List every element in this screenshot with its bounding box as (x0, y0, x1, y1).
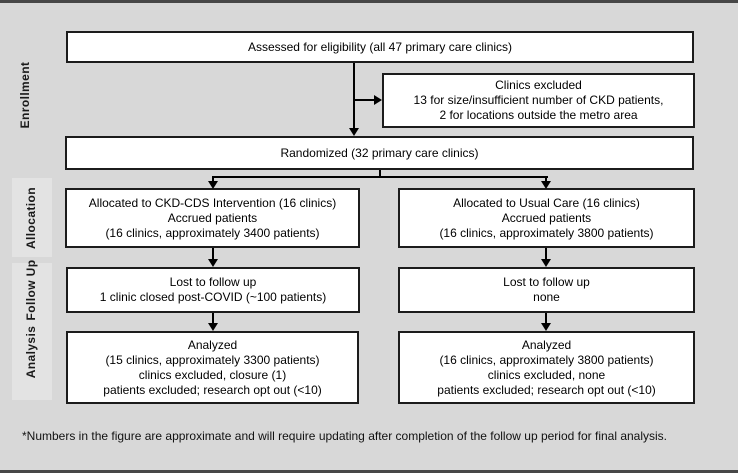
arrow-alloc-to-followup-left-head (208, 259, 218, 267)
arrow-branch-right-line (545, 178, 547, 183)
stage-label-analysis: Analysis (24, 325, 38, 379)
box-line: none (533, 290, 560, 304)
stage-band-allocation (12, 178, 52, 257)
box-line: (16 clinics, approximately 3400 patients… (105, 225, 320, 240)
box-analyzed-usual-care: Analyzed (16 clinics, approximately 3800… (398, 331, 695, 404)
arrow-followup-to-analysis-right-line (545, 313, 547, 325)
box-clinics-excluded: Clinics excluded 13 for size/insufficien… (382, 73, 695, 128)
box-line: Lost to follow up (169, 275, 257, 289)
arrow-branch-left-line (212, 178, 214, 183)
figure-footnote: *Numbers in the figure are approximate a… (22, 429, 668, 443)
box-line: Clinics excluded (495, 78, 582, 92)
arrow-alloc-to-followup-left-line (212, 248, 214, 261)
box-analyzed-intervention: Analyzed (15 clinics, approximately 3300… (66, 331, 359, 404)
arrow-alloc-to-followup-right-head (541, 259, 551, 267)
box-line: patients excluded; research opt out (<10… (437, 382, 656, 397)
box-line: clinics excluded, closure (1) (138, 367, 287, 382)
arrow-to-excluded-head (374, 95, 382, 105)
stage-label-enrollment: Enrollment (18, 61, 32, 129)
box-line: Analyzed (187, 337, 238, 352)
box-allocated-usual-care: Allocated to Usual Care (16 clinics) Acc… (398, 188, 695, 248)
arrow-branch-left-head (208, 181, 218, 189)
bottom-border-line (0, 470, 738, 473)
arrow-alloc-to-followup-right-line (545, 248, 547, 261)
box-line: Randomized (32 primary care clinics) (280, 145, 479, 160)
box-randomized: Randomized (32 primary care clinics) (65, 136, 694, 170)
stage-band-followup-analysis (12, 263, 52, 400)
arrow-assessed-to-randomized-head (349, 128, 359, 136)
box-allocated-ckd-cds-intervention: Allocated to CKD-CDS Intervention (16 cl… (65, 188, 360, 248)
arrow-assessed-to-randomized-line (353, 63, 355, 129)
arrow-followup-to-analysis-left-line (212, 313, 214, 325)
box-line: 13 for size/insufficient number of CKD p… (413, 93, 664, 107)
box-line: 2 for locations outside the metro area (439, 108, 638, 122)
box-line: clinics excluded, none (487, 367, 606, 382)
box-line: patients excluded; research opt out (<10… (103, 382, 322, 397)
box-line: Accrued patients (167, 210, 258, 225)
box-line: Analyzed (521, 337, 572, 352)
box-line: (16 clinics, approximately 3800 patients… (439, 352, 654, 367)
box-line: (15 clinics, approximately 3300 patients… (105, 352, 320, 367)
box-line: Allocated to CKD-CDS Intervention (16 cl… (88, 195, 337, 210)
top-border-line (0, 0, 738, 3)
box-line: (16 clinics, approximately 3800 patients… (439, 225, 654, 240)
arrow-followup-to-analysis-right-head (541, 323, 551, 331)
box-line: Accrued patients (501, 210, 592, 225)
arrow-randomized-branch-line (212, 176, 548, 178)
box-line: 1 clinic closed post-COVID (~100 patient… (99, 290, 327, 304)
box-lost-followup-intervention: Lost to follow up 1 clinic closed post-C… (66, 267, 360, 313)
box-lost-followup-usual-care: Lost to follow up none (398, 267, 695, 313)
box-line: Assessed for eligibility (all 47 primary… (247, 39, 513, 54)
box-line: Lost to follow up (503, 275, 590, 289)
box-assessed-eligibility: Assessed for eligibility (all 47 primary… (66, 31, 694, 63)
box-line: Allocated to Usual Care (16 clinics) (453, 195, 640, 210)
arrow-randomized-branch-stem (379, 170, 381, 178)
arrow-branch-right-head (541, 181, 551, 189)
arrow-to-excluded-line (354, 99, 375, 101)
arrow-followup-to-analysis-left-head (208, 323, 218, 331)
